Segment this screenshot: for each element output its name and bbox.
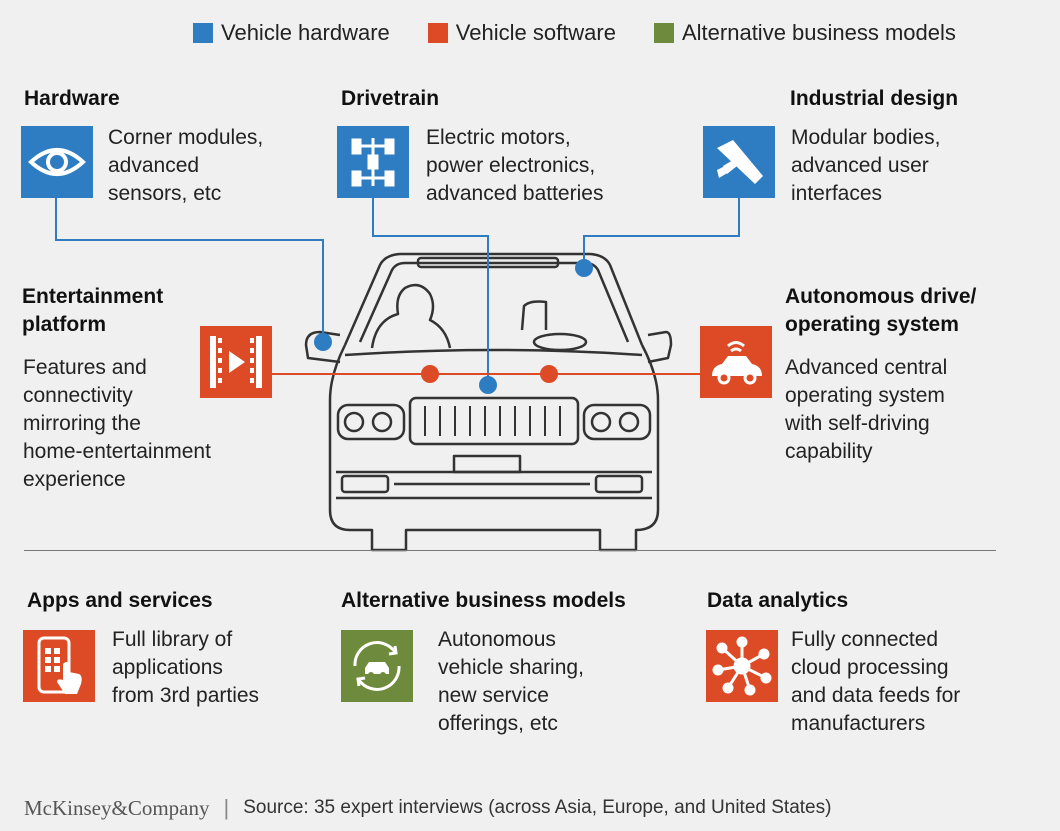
entertainment-desc: Features and connectivity mirroring the … [23,354,211,494]
software-dot-right [540,365,558,383]
car-cycle-icon [341,630,413,702]
autonomous-desc-line: operating system [785,384,945,407]
analytics-title: Data analytics [707,589,849,612]
legend-swatch-hardware [193,23,213,43]
industrial-desc: Modular bodies, advanced user interfaces [791,124,940,208]
apps-title: Apps and services [27,589,213,612]
legend-swatch-software [427,23,448,43]
legend-label-hardware: Vehicle hardware [221,20,390,45]
legend-label-software: Vehicle software [455,20,616,45]
autonomous-title: Autonomous drive/ operating system [785,283,976,339]
hardware-dot-mirror [314,333,332,351]
software-dot-left [421,365,439,383]
autonomous-desc: Advanced central operating system with s… [785,354,947,466]
drivetrain-desc-line: advanced batteries [426,182,604,205]
analytics-desc: Fully connected cloud processing and dat… [791,626,960,738]
footer-separator: | [223,795,230,820]
business-desc-line: Autonomous [438,628,556,651]
entertainment-desc-line: experience [23,468,126,491]
apps-desc: Full library of applications from 3rd pa… [112,626,259,710]
divider [24,550,996,551]
drivetrain-title: Drivetrain [341,87,440,110]
industrial-title: Industrial design [790,87,959,110]
hardware-title: Hardware [24,87,120,110]
legend-item-software: Vehicle software [427,20,616,46]
hardware-desc: Corner modules, advanced sensors, etc [108,124,263,208]
car-illustration [304,252,673,552]
analytics-desc-line: manufacturers [791,712,926,735]
entertainment-desc-line: Features and [23,356,147,379]
apps-desc-line: applications [112,656,223,679]
hardware-desc-line: advanced [108,154,200,177]
drivetrain-desc-line: Electric motors, [426,126,571,149]
autonomous-desc-line: capability [785,440,873,463]
entertainment-desc-line: connectivity [23,384,133,407]
analytics-desc-line: and data feeds for [791,684,961,707]
analytics-desc-line: cloud processing [791,656,949,679]
industrial-desc-line: advanced user [791,154,929,177]
entertainment-title-line: Entertainment [22,285,164,308]
caliper-icon [703,126,775,198]
apps-desc-line: Full library of [112,628,233,651]
entertainment-desc-line: mirroring the [23,412,141,435]
business-desc: Autonomous vehicle sharing, new service … [438,626,584,738]
business-desc-line: vehicle sharing, [438,656,584,679]
hardware-dot-drivetrain [479,376,497,394]
phone-tap-icon [23,630,95,702]
entertainment-desc-line: home-entertainment [23,440,211,463]
chassis-icon [337,126,409,198]
legend-label-business: Alternative business models [681,20,956,45]
industrial-desc-line: interfaces [791,182,883,205]
drivetrain-desc: Electric motors, power electronics, adva… [426,124,603,208]
legend-item-business: Alternative business models [653,20,956,46]
autonomous-title-line: operating system [785,313,959,336]
business-title: Alternative business models [341,589,626,612]
industrial-desc-line: Modular bodies, [791,126,941,149]
hardware-desc-line: sensors, etc [108,182,222,205]
hardware-desc-line: Corner modules, [108,126,264,149]
network-icon [706,630,778,702]
entertainment-title-line: platform [22,313,106,336]
brand-logo: McKinsey&Company [24,795,210,820]
apps-desc-line: from 3rd parties [112,684,260,707]
drivetrain-desc-line: power electronics, [426,154,596,177]
autonomous-desc-line: with self-driving [785,412,930,435]
autonomous-title-line: Autonomous drive/ [785,285,977,308]
legend: Vehicle hardware Vehicle software Altern… [193,20,994,46]
business-desc-line: offerings, etc [438,712,558,735]
eye-icon [21,126,93,198]
source-note: Source: 35 expert interviews (across Asi… [243,797,832,818]
business-desc-line: new service [438,684,549,707]
hardware-connectors [55,198,740,385]
film-icon [200,326,272,398]
self-driving-car-icon [700,326,772,398]
autonomous-desc-line: Advanced central [785,356,948,379]
legend-swatch-business [653,23,674,43]
footer: McKinsey&Company | Source: 35 expert int… [24,795,831,821]
legend-item-hardware: Vehicle hardware [193,20,390,46]
entertainment-title: Entertainment platform [22,283,163,339]
analytics-desc-line: Fully connected [791,628,939,651]
hardware-dot-roof [575,259,593,277]
